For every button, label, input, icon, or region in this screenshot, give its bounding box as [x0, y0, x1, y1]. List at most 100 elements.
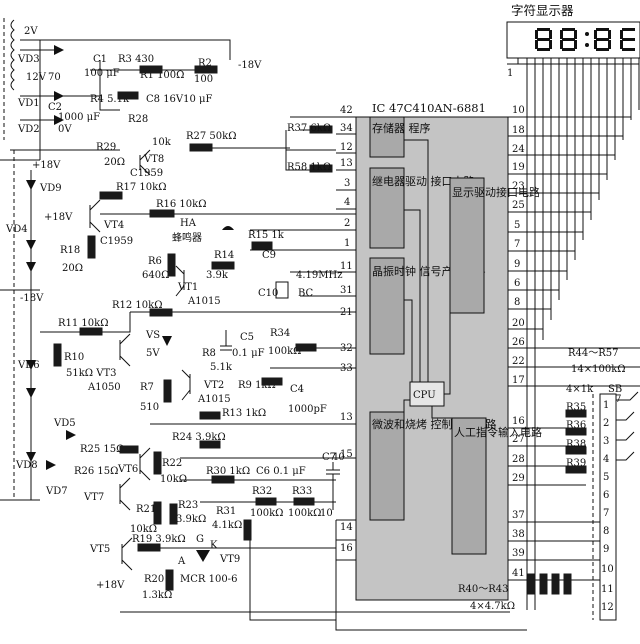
- r12-resistor: [149, 308, 173, 317]
- c1959b-label: C1959: [100, 236, 133, 247]
- r2-value: 100: [194, 74, 213, 85]
- svg-text:11: 11: [601, 584, 614, 595]
- vt5-label: VT5: [89, 544, 110, 555]
- r24-label: R24 3.9kΩ: [172, 432, 226, 443]
- r42-resistor: [551, 573, 560, 595]
- r15-resistor: [251, 241, 273, 250]
- c7-value: 40: [332, 452, 345, 463]
- r2-label: R2: [198, 58, 212, 69]
- r24-resistor: [199, 440, 221, 449]
- a1015b-label: A1015: [197, 394, 231, 405]
- r11-label: R11 10kΩ: [58, 318, 109, 329]
- bc-label: BC: [298, 288, 314, 299]
- r9-label: R9 1kΩ: [238, 380, 276, 391]
- r19-label: R19 3.9kΩ: [132, 534, 186, 545]
- scr-vt9: [196, 550, 210, 562]
- k10a-label: 10k: [152, 137, 172, 148]
- vt7-label: VT7: [83, 492, 104, 503]
- svg-text:9: 9: [603, 544, 609, 555]
- svg-text:37: 37: [512, 510, 525, 521]
- r3-label: R3 430: [118, 54, 154, 65]
- r35-resistor: [565, 409, 587, 418]
- r7-resistor: [163, 379, 172, 403]
- r35-label: R35: [566, 402, 586, 413]
- r9-resistor: [261, 377, 283, 386]
- v2-label: 2V: [24, 26, 38, 37]
- r37-label: R37 6kΩ: [287, 123, 331, 134]
- svg-text:13: 13: [340, 412, 353, 423]
- r44-value: 14×100kΩ: [571, 364, 626, 375]
- svg-text:31: 31: [340, 285, 353, 296]
- r1-resistor: [139, 65, 163, 74]
- manual-input-label: 人工指令输入电路: [454, 425, 542, 439]
- vd1-diode: [54, 91, 64, 101]
- relay-interface-block: [369, 167, 405, 249]
- r22-label: R22: [162, 458, 182, 469]
- k4-label: 4×1k: [566, 384, 594, 395]
- vt5-transistor: [121, 537, 133, 571]
- r15-label: R15 1k: [248, 230, 285, 241]
- r6-label: R6: [148, 256, 162, 267]
- c8-label: C8 16V10 μF: [146, 94, 213, 105]
- svg-text:13: 13: [340, 158, 353, 169]
- a1050-label: A1050: [87, 382, 121, 393]
- vd6-label: VD6: [17, 360, 40, 371]
- r20-label: R20: [144, 574, 164, 585]
- svg-text:41: 41: [512, 568, 525, 579]
- vd2-diode: [54, 115, 64, 125]
- svg-text:1: 1: [344, 238, 350, 249]
- ic-title: IC 47C410AN-6881: [372, 101, 486, 115]
- r2-resistor: [194, 65, 218, 74]
- svg-text:12: 12: [340, 142, 353, 153]
- vt7-transistor: [119, 477, 131, 511]
- r6-value: 640Ω: [142, 270, 169, 281]
- r23-label: R23: [178, 500, 198, 511]
- r27-label: R27 50kΩ: [186, 131, 237, 142]
- vd3-label: VD3: [17, 54, 40, 65]
- r32-value: 100kΩ: [250, 508, 283, 519]
- r33-value2: 10: [320, 508, 333, 519]
- r22-resistor: [153, 451, 162, 475]
- vs5-label: 5V: [146, 348, 160, 359]
- r21-label: R21: [136, 504, 156, 515]
- vt8-transistor: [139, 149, 151, 176]
- c1-label: C1: [93, 54, 107, 65]
- zener-vs: [162, 336, 172, 346]
- r29-label: R29: [96, 142, 116, 153]
- r44-label: R44～R57: [568, 348, 619, 359]
- r30-label: R30 1kΩ: [206, 466, 250, 477]
- r29-value: 20Ω: [104, 157, 125, 168]
- x7-connector: [599, 393, 617, 621]
- vd9-label: VD9: [39, 183, 62, 194]
- svg-text:11: 11: [340, 261, 353, 272]
- r7-value: 510: [140, 402, 159, 413]
- vt3-label: 51kΩ VT3: [66, 368, 117, 379]
- r30-resistor: [211, 475, 235, 484]
- svg-text:20: 20: [512, 318, 525, 329]
- c1959a-label: C1959: [130, 168, 163, 179]
- r33-label: R33: [292, 486, 312, 497]
- svg-text:39: 39: [512, 548, 525, 559]
- r33-value: 100kΩ: [288, 508, 321, 519]
- memory-block-label: 存储器 程序: [372, 121, 431, 135]
- c7-capacitor: [326, 462, 340, 510]
- vd1-label: VD1: [17, 98, 40, 109]
- r36-resistor: [565, 427, 587, 436]
- k-label: K: [210, 540, 218, 551]
- plus18b-label: +18V: [44, 212, 73, 223]
- r39-label: R39: [566, 458, 586, 469]
- minus18-label: -18V: [238, 60, 262, 71]
- svg-text:15: 15: [340, 449, 353, 460]
- c9-label: C9: [262, 250, 276, 261]
- r14-label: R14: [214, 250, 234, 261]
- r28-label: R28: [128, 114, 148, 125]
- svg-text:8: 8: [514, 297, 520, 308]
- svg-text:5: 5: [514, 220, 520, 231]
- r7-label: R7: [140, 382, 154, 393]
- freq-label: 4.19MHz: [296, 270, 343, 281]
- r32-label: R32: [252, 486, 272, 497]
- r32-resistor: [255, 497, 277, 506]
- svg-text:42: 42: [340, 105, 353, 116]
- c5-label: C5: [240, 332, 254, 343]
- key-switches: [616, 391, 639, 461]
